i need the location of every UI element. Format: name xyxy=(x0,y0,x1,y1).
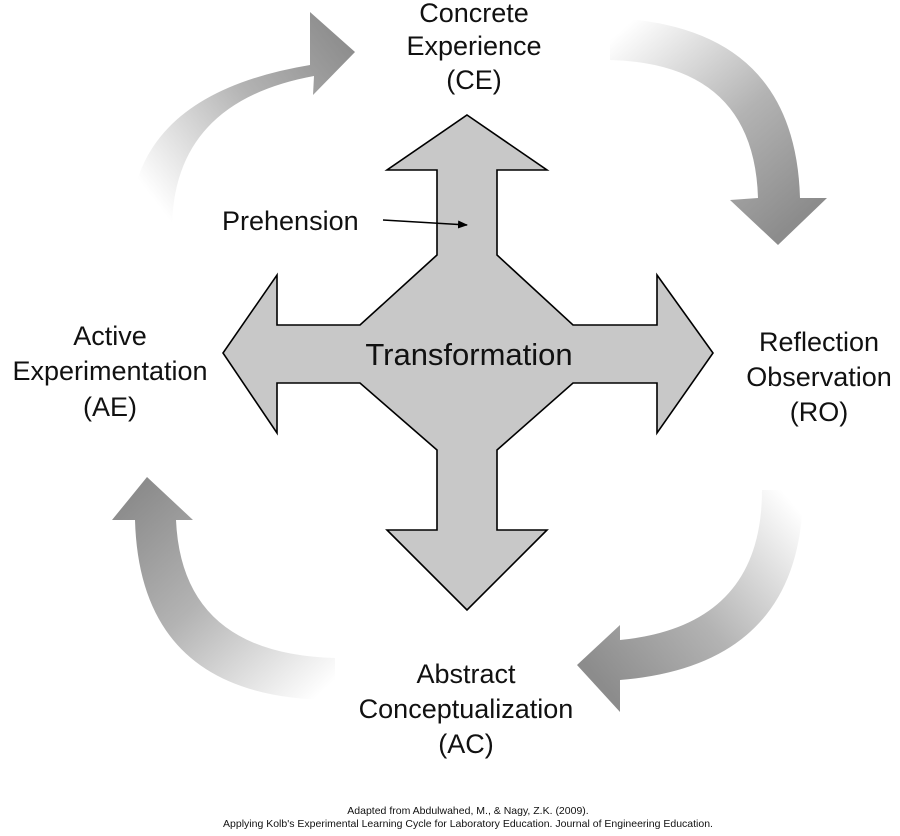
citation-line: Applying Kolb's Experimental Learning Cy… xyxy=(223,818,713,830)
node-label-line: Abstract xyxy=(416,659,516,689)
prehension-label: Prehension xyxy=(222,206,359,236)
node-label-line: (RO) xyxy=(790,397,848,427)
node-label-line: Reflection xyxy=(759,327,879,357)
prehension-pointer-arrow xyxy=(382,219,468,229)
transformation-label: Transformation xyxy=(365,337,572,372)
citation-line: Adapted from Abdulwahed, M., & Nagy, Z.K… xyxy=(347,805,588,817)
node-label-line: (AC) xyxy=(438,729,494,759)
node-label-line: Conceptualization xyxy=(359,694,574,724)
node-label-line: Observation xyxy=(746,362,892,392)
cycle-arrow-ac-to-ae xyxy=(112,477,335,700)
cycle-arrow-ce-to-ro xyxy=(610,18,827,245)
node-label-line: Active xyxy=(73,321,147,351)
transformation-cross xyxy=(222,114,714,612)
node-label-line: (AE) xyxy=(83,392,137,422)
node-label-line: Experimentation xyxy=(12,356,207,386)
cycle-arrow-ae-to-ce xyxy=(130,12,355,230)
node-concrete-experience: Concrete Experience (CE) xyxy=(406,0,541,95)
node-abstract-conceptualization: Abstract Conceptualization (AC) xyxy=(359,659,574,759)
node-label-line: (CE) xyxy=(446,65,502,95)
node-reflection-observation: Reflection Observation (RO) xyxy=(746,327,892,427)
node-label-line: Concrete xyxy=(419,0,529,28)
node-active-experimentation: Active Experimentation (AE) xyxy=(12,321,207,422)
cycle-arrow-ro-to-ac xyxy=(577,490,803,712)
node-label-line: Experience xyxy=(406,31,541,61)
citation: Adapted from Abdulwahed, M., & Nagy, Z.K… xyxy=(223,805,713,830)
